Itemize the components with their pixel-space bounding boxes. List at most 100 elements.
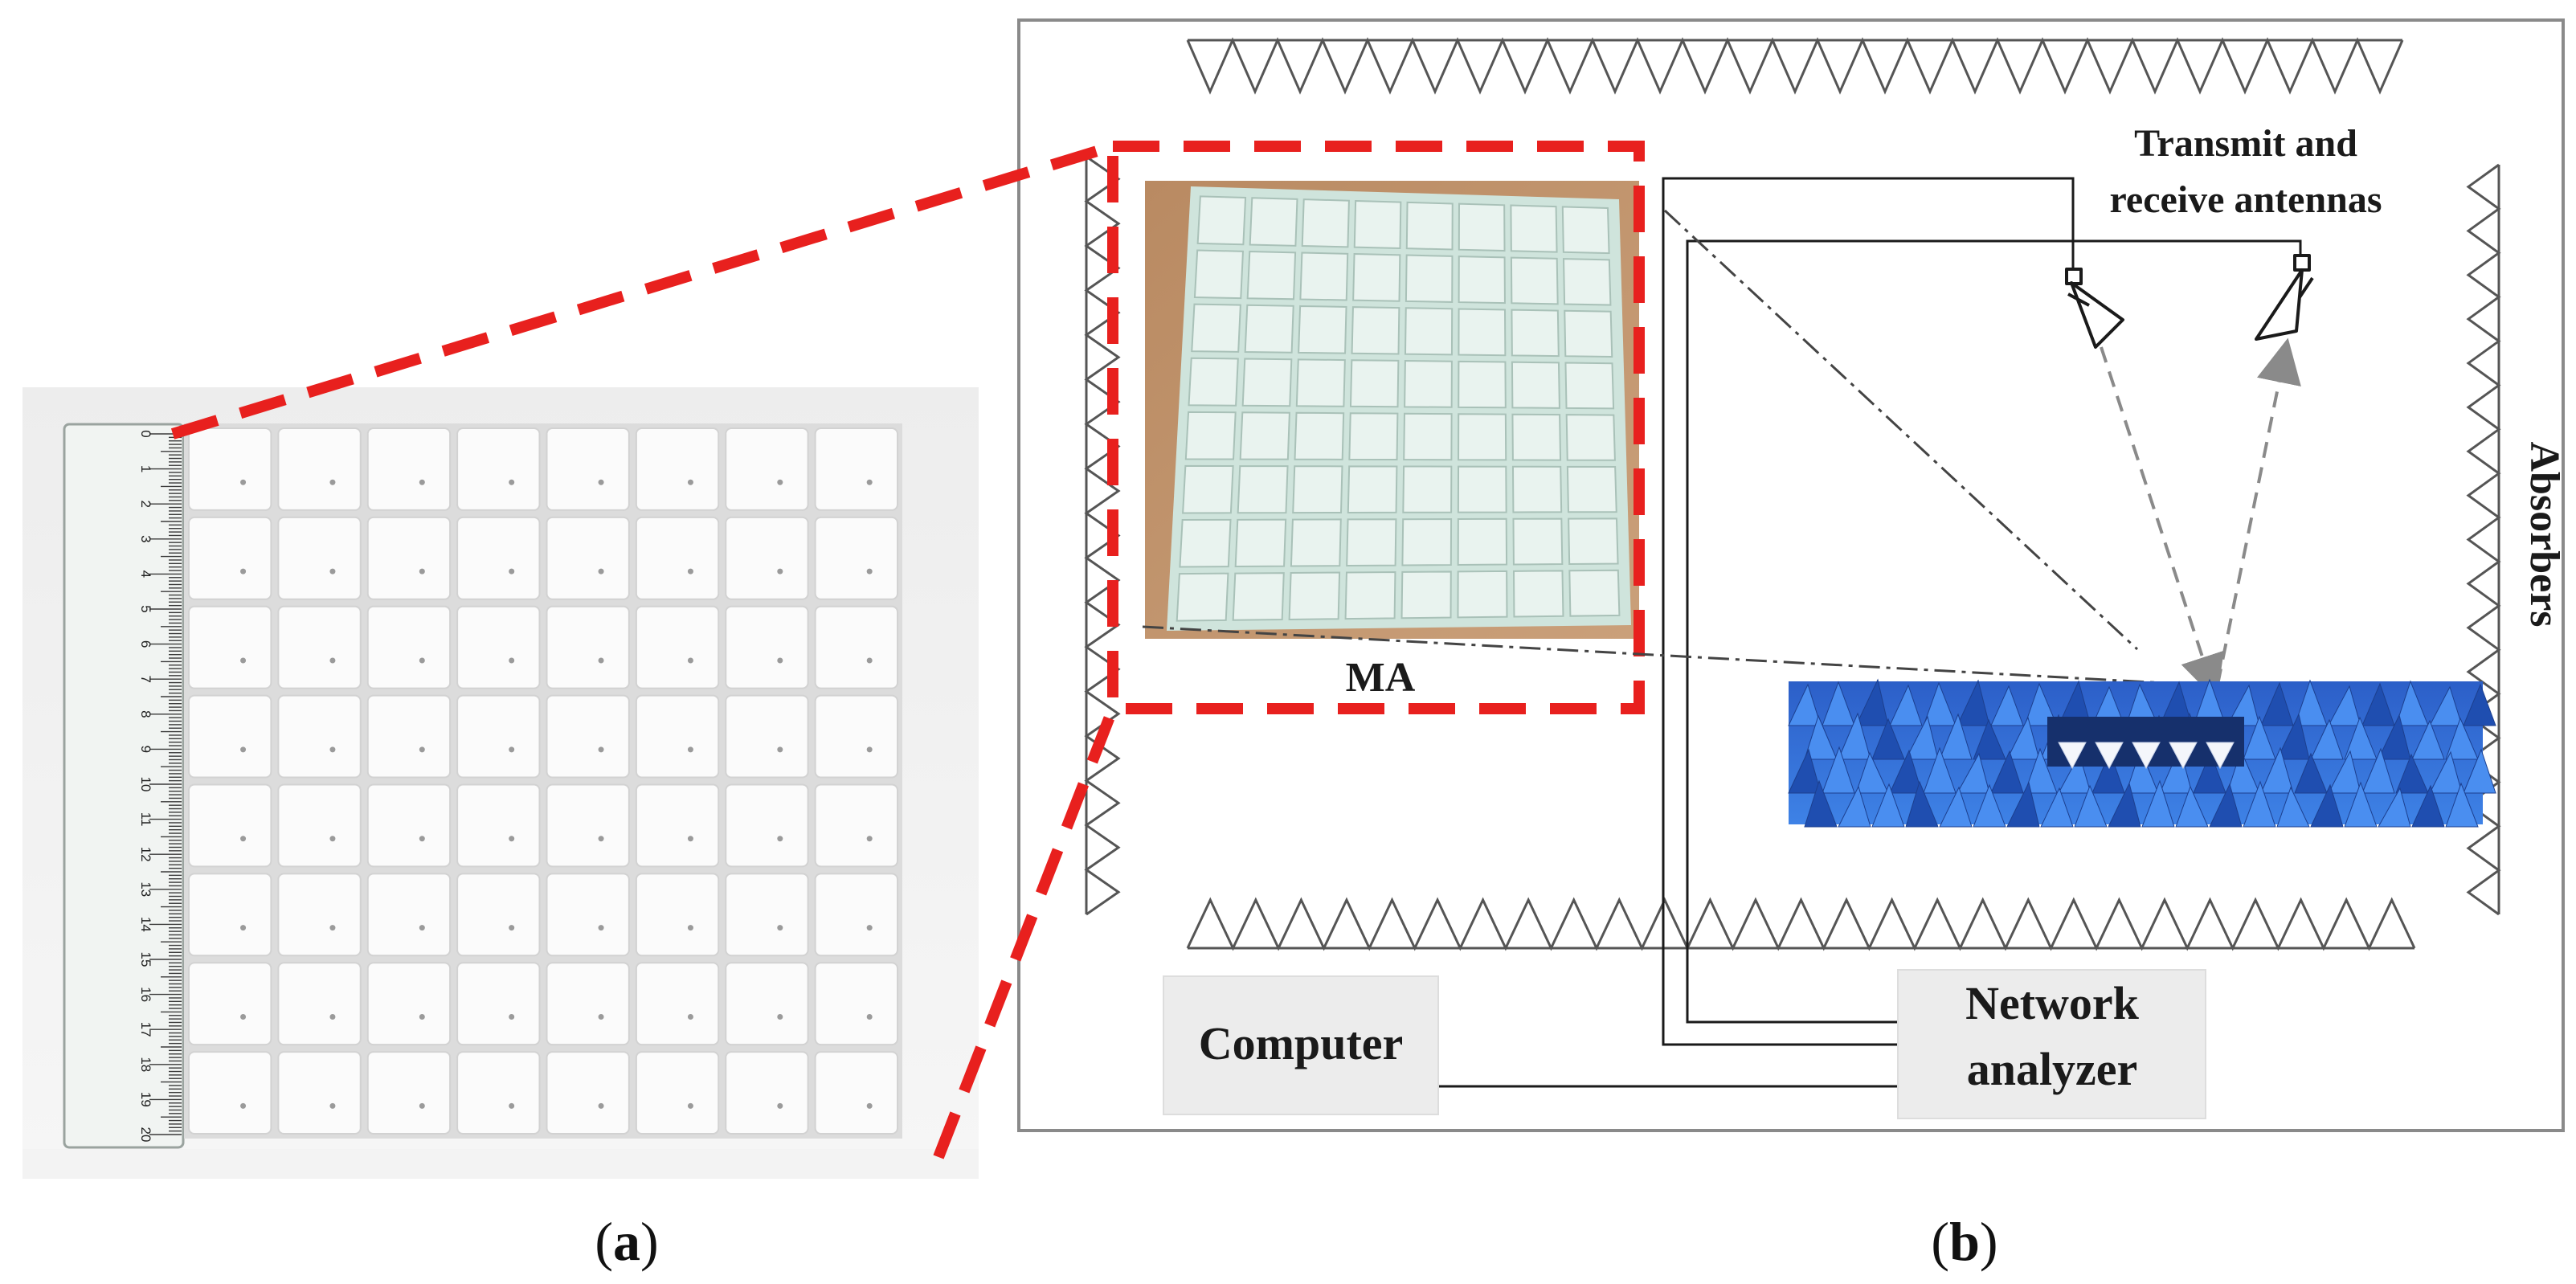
- ma-label: MA: [1346, 655, 1416, 701]
- absorber-cone: [2395, 753, 2429, 794]
- absorber-cone: [2209, 783, 2243, 828]
- ray-arrows: [2100, 337, 2301, 701]
- absorber-cone: [1973, 783, 2006, 828]
- absorber-cone: [2276, 713, 2310, 760]
- absorber-cone: [1905, 780, 1939, 828]
- inset-tile: [1457, 517, 1508, 566]
- sample-tooth: [2169, 742, 2198, 770]
- inset-tile: [1511, 309, 1560, 358]
- ma-inset-tiles: [1176, 195, 1621, 622]
- tile-dot: [687, 836, 693, 842]
- tile-dot: [509, 836, 515, 842]
- tile-dot: [329, 925, 336, 931]
- absorber-cone: [2429, 750, 2463, 794]
- inset-tile: [1405, 201, 1454, 251]
- tile: [456, 516, 541, 600]
- ruler-label: 17: [138, 1022, 153, 1037]
- absorber-cone: [2125, 748, 2159, 794]
- tile-dot: [419, 1013, 425, 1020]
- absorber-cone: [2006, 716, 2040, 760]
- inset-tile: [1458, 413, 1507, 461]
- receive-antenna-icon: [2255, 254, 2314, 341]
- absorbers-label: Absorbers: [2521, 441, 2567, 627]
- ruler-label: 10: [138, 777, 153, 792]
- caption-b: (b): [1931, 1211, 1997, 1272]
- computer-box: Computer: [1163, 975, 1439, 1115]
- tile: [366, 605, 452, 689]
- absorber-cone: [2361, 682, 2395, 726]
- antennas-label-line1: Transmit and: [2134, 122, 2357, 165]
- inset-tile: [1402, 465, 1453, 513]
- tile: [725, 605, 809, 689]
- inset-tile: [1566, 465, 1617, 513]
- tile: [546, 427, 630, 511]
- sample-tooth: [2132, 742, 2161, 770]
- tile-dot: [509, 657, 515, 664]
- absorber-cone: [2378, 714, 2411, 760]
- inset-tile: [1458, 202, 1506, 252]
- tile: [546, 962, 630, 1046]
- tile-dot: [419, 746, 425, 753]
- absorber-cone: [2328, 685, 2361, 726]
- tile-dot: [240, 568, 247, 575]
- tile-dot: [329, 568, 336, 575]
- tile: [277, 1051, 362, 1135]
- ruler-label: 2: [138, 500, 153, 507]
- tile: [635, 427, 720, 511]
- inset-tile: [1512, 517, 1564, 566]
- absorber-cone: [2226, 749, 2260, 794]
- tile: [366, 516, 452, 600]
- tile-dot: [419, 568, 425, 575]
- absorber-cone: [2074, 784, 2108, 828]
- callout-box: [1107, 141, 1645, 714]
- absorber-cone: [2141, 779, 2175, 828]
- absorber-cone: [1822, 746, 1855, 794]
- tile-dot: [598, 836, 604, 842]
- inset-tile: [1347, 465, 1398, 513]
- absorber-cone: [2361, 747, 2395, 794]
- inset-tile: [1400, 570, 1452, 620]
- incident-ray: [2100, 346, 2224, 701]
- tile-dot: [240, 746, 247, 753]
- tile-dot: [866, 746, 873, 753]
- tile: [366, 783, 452, 868]
- absorber-cone: [2395, 680, 2429, 726]
- tile: [277, 783, 362, 868]
- inset-tile: [1458, 308, 1507, 357]
- inset-tile: [1403, 412, 1453, 461]
- tile-dot: [329, 479, 336, 485]
- tile: [635, 873, 720, 957]
- ruler-label: 12: [138, 847, 153, 862]
- cables: [1438, 177, 2302, 1088]
- tile: [188, 605, 272, 689]
- ruler-label: 0: [138, 430, 153, 437]
- absorber-cone: [2378, 787, 2411, 828]
- tile: [546, 1051, 630, 1135]
- tile-dot: [866, 1102, 873, 1109]
- absorber-cone: [1973, 718, 2006, 760]
- inset-tile: [1404, 359, 1453, 408]
- ruler-label: 14: [138, 917, 153, 932]
- inset-tile: [1511, 361, 1560, 409]
- inset-tile: [1348, 412, 1399, 461]
- absorber-cone: [1905, 715, 1939, 760]
- caption-a: (a): [595, 1211, 658, 1272]
- tile: [366, 962, 452, 1046]
- tile: [456, 873, 541, 957]
- tile-dot: [419, 1102, 425, 1109]
- inset-tile: [1512, 570, 1564, 618]
- absorber-cone: [2310, 783, 2344, 828]
- inset-tile: [1565, 414, 1616, 461]
- ma-inset-photo: [1145, 181, 1639, 639]
- ruler-label: 19: [138, 1092, 153, 1107]
- absorber-cone: [1855, 751, 1889, 794]
- inset-tile: [1457, 570, 1508, 619]
- tile-dot: [866, 657, 873, 664]
- tile: [635, 516, 720, 600]
- inset-tile: [1301, 198, 1350, 248]
- tile: [456, 962, 541, 1046]
- tile: [725, 962, 809, 1046]
- tile-dot: [687, 1013, 693, 1020]
- tile: [546, 605, 630, 689]
- inset-tile: [1241, 358, 1293, 407]
